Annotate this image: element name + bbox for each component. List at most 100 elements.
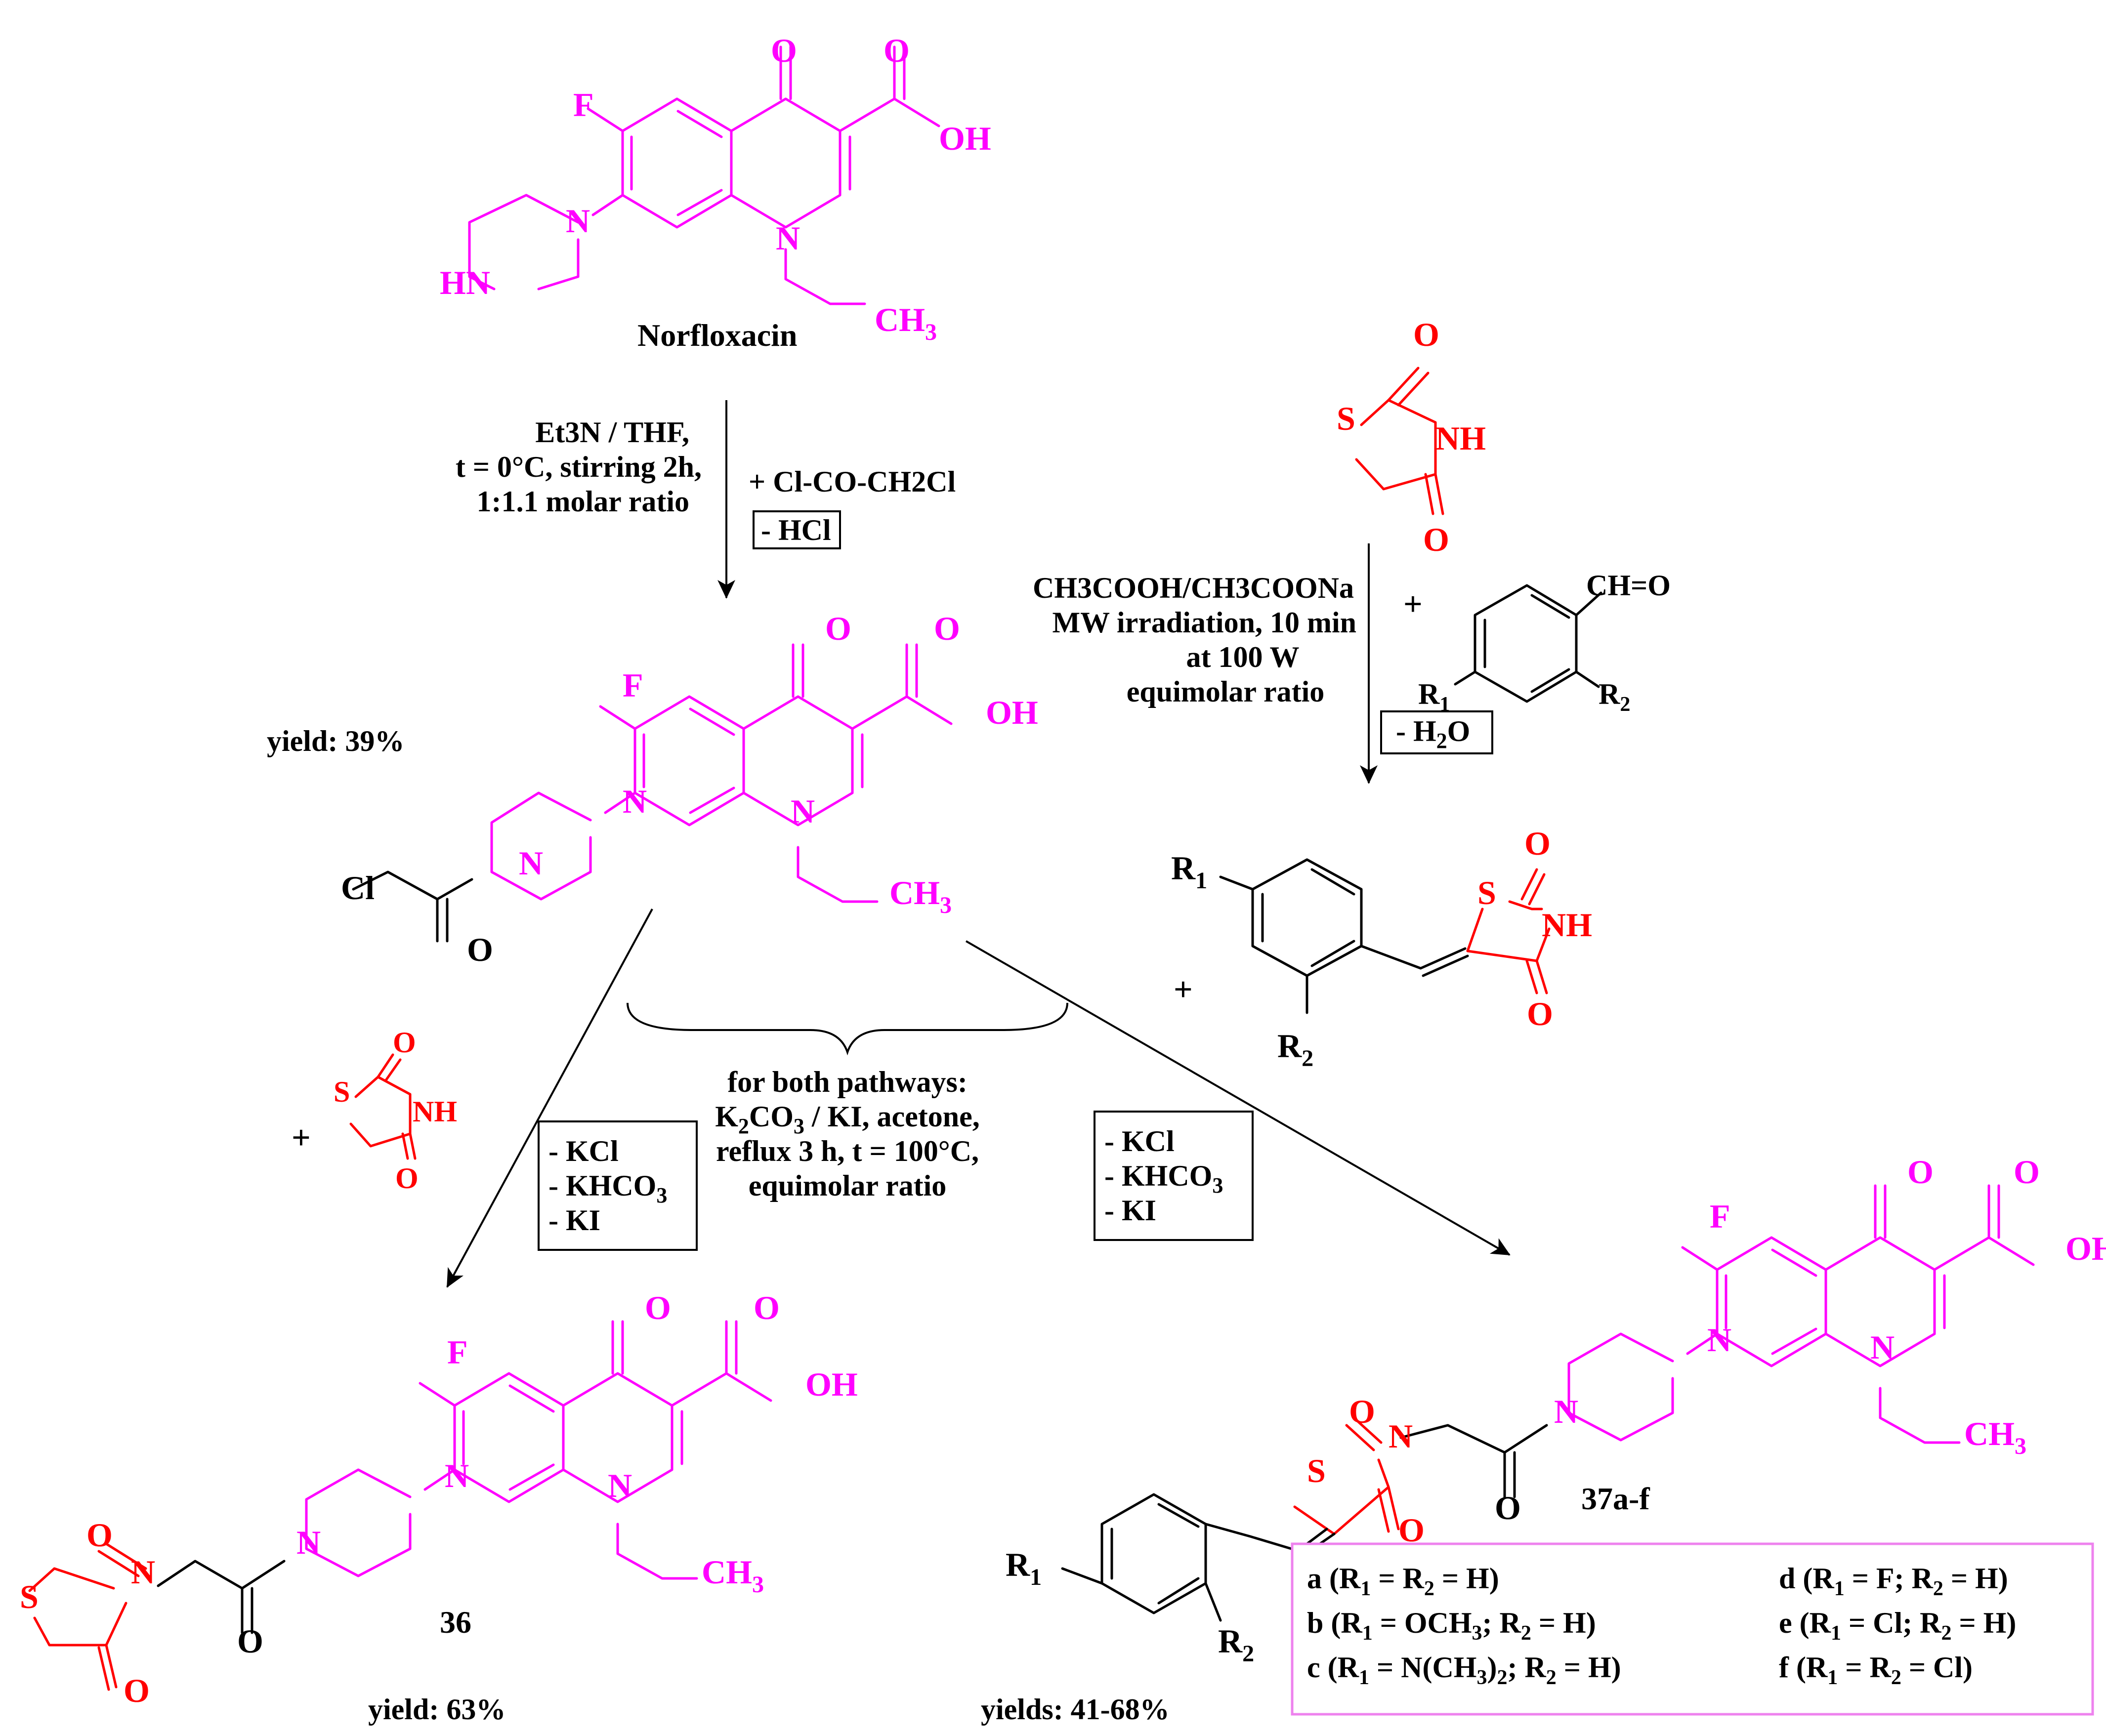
thiazolidinedione-structure	[1355, 367, 1444, 515]
small-tzd-o1: O	[393, 1026, 416, 1059]
product-37-yield: yields: 41-68%	[981, 1693, 1170, 1726]
step1-reagent: + Cl-CO-CH2Cl	[749, 465, 956, 498]
step3-brace	[627, 1002, 1068, 1056]
aldehyde-cho: CH=O	[1586, 569, 1671, 602]
intermediate-yield: yield: 39%	[267, 725, 404, 757]
intermediate-n-pip: N	[623, 783, 647, 820]
product-36-yield: yield: 63%	[368, 1693, 505, 1726]
intermediate-carboxyl-o: O	[934, 610, 960, 647]
p37-n-amide: N	[1554, 1393, 1578, 1430]
substituent-b: b (R1 = OCH3; R2 = H)	[1307, 1607, 1596, 1645]
p37-r1: R1	[1006, 1546, 1042, 1590]
benzylidene-r2: R2	[1277, 1027, 1313, 1072]
substituent-list: a (R1 = R2 = H) b (R1 = OCH3; R2 = H) c …	[1307, 1562, 2016, 1689]
benzylidene-nh: NH	[1542, 906, 1592, 944]
norfloxacin-n1: N	[776, 219, 800, 257]
product-36-structure	[28, 1322, 771, 1691]
step3-arrow-right	[966, 940, 1511, 1256]
tzd-top-s: S	[1337, 400, 1355, 437]
step2-cond-4: equimolar ratio	[1127, 675, 1325, 708]
norfloxacin-n-pip: N	[566, 202, 590, 240]
intermediate-n1: N	[791, 792, 815, 830]
p36-amide-o: O	[237, 1622, 263, 1660]
benzylidene-s: S	[1477, 874, 1496, 911]
product-36-label: 36	[440, 1605, 471, 1640]
step3-cond-4: equimolar ratio	[749, 1169, 947, 1202]
left-byproduct-ki: - KI	[548, 1204, 600, 1237]
benzylidene-tzd-structure	[1219, 858, 1551, 1014]
p36-ch3: CH3	[702, 1553, 764, 1598]
norfloxacin-oxo: O	[771, 32, 797, 69]
p37-tzd-s: S	[1307, 1452, 1326, 1489]
p37-tzd-o1: O	[1349, 1393, 1375, 1430]
norfloxacin-oh: OH	[939, 120, 991, 157]
p36-tzd-n: N	[131, 1553, 155, 1591]
intermediate-oh: OH	[986, 694, 1038, 731]
intermediate-ch3: CH3	[889, 874, 952, 918]
step1-byproduct: - HCl	[761, 514, 831, 546]
small-tzd-structure	[349, 1053, 417, 1160]
p37-r2: R2	[1218, 1622, 1254, 1667]
step3-cond-1: for both pathways:	[727, 1066, 968, 1098]
substituent-a: a (R1 = R2 = H)	[1307, 1562, 1499, 1600]
right-byproduct-khco3: - KHCO3	[1104, 1159, 1223, 1198]
norfloxacin-carboxyl-o: O	[884, 32, 910, 69]
p36-n1: N	[608, 1467, 632, 1504]
step1-cond-2: t = 0°C, stirring 2h,	[456, 451, 702, 483]
step3-cond-3: reflux 3 h, t = 100°C,	[716, 1135, 979, 1167]
product-37-aryl-ring	[1061, 1493, 1301, 1622]
benzylidene-o1: O	[1524, 825, 1551, 862]
small-tzd-nh: NH	[413, 1095, 457, 1128]
p37-tzd-o2: O	[1398, 1511, 1425, 1549]
intermediate-cl: Cl	[341, 869, 375, 907]
tzd-top-nh: NH	[1435, 419, 1486, 457]
tzd-top-o1: O	[1413, 316, 1439, 353]
intermediate-f: F	[623, 666, 643, 704]
substituent-table	[1291, 1542, 2094, 1716]
chloroacetyl-norfloxacin-structure	[352, 645, 951, 943]
p36-oxo: O	[645, 1289, 671, 1326]
step2-cond-2: MW irradiation, 10 min	[1052, 606, 1356, 639]
product-37-label: 37a-f	[1581, 1481, 1650, 1516]
small-tzd-plus: +	[292, 1118, 311, 1156]
norfloxacin-f: F	[573, 86, 594, 124]
p37-tzd-n: N	[1389, 1417, 1413, 1455]
p37-oh: OH	[2065, 1230, 2106, 1267]
small-tzd-s: S	[334, 1075, 350, 1108]
step2-byproduct: - H2O	[1396, 715, 1470, 753]
p37-oxo: O	[1907, 1153, 1934, 1191]
p37-ch3: CH3	[1964, 1415, 2026, 1459]
p37-f: F	[1710, 1198, 1730, 1235]
product-37-structure	[1293, 1186, 2033, 1558]
p37-n-pip: N	[1707, 1321, 1731, 1359]
substituent-c: c (R1 = N(CH3)2; R2 = H)	[1307, 1651, 1621, 1689]
step1-byproduct-box	[753, 510, 841, 549]
aldehyde-r2: R2	[1599, 678, 1630, 716]
p36-oh: OH	[805, 1365, 858, 1403]
substituent-e: e (R1 = Cl; R2 = H)	[1779, 1607, 2016, 1645]
step2-byproduct-box	[1380, 710, 1493, 754]
step2-plus: +	[1403, 585, 1423, 622]
right-byproduct-kcl: - KCl	[1104, 1125, 1175, 1157]
benzylidene-o2: O	[1527, 995, 1553, 1033]
right-byproduct-ki: - KI	[1104, 1194, 1156, 1227]
p36-f: F	[447, 1333, 468, 1371]
left-byproduct-khco3: - KHCO3	[548, 1169, 667, 1207]
intermediate-oxo: O	[825, 610, 851, 647]
step3-cond-2: K2CO3 / KI, acetone,	[715, 1100, 980, 1138]
substituent-f: f (R1 = R2 = Cl)	[1779, 1651, 1973, 1689]
p37-carboxyl-o: O	[2014, 1153, 2040, 1191]
benzaldehyde-structure	[1454, 584, 1602, 703]
p37-amide-o: O	[1495, 1489, 1521, 1527]
step2-cond-3: at 100 W	[1186, 641, 1300, 673]
tzd-top-o2: O	[1423, 521, 1449, 558]
step3-byproduct-box-left	[538, 1120, 698, 1251]
step3-byproduct-box-right	[1094, 1111, 1254, 1241]
p36-tzd-o2: O	[124, 1672, 150, 1709]
p36-n-pip: N	[445, 1457, 469, 1494]
norfloxacin-structure	[468, 47, 939, 304]
intermediate-n-amide: N	[519, 844, 543, 882]
left-byproduct-kcl: - KCl	[548, 1135, 619, 1167]
substituent-d: d (R1 = F; R2 = H)	[1779, 1562, 2008, 1600]
